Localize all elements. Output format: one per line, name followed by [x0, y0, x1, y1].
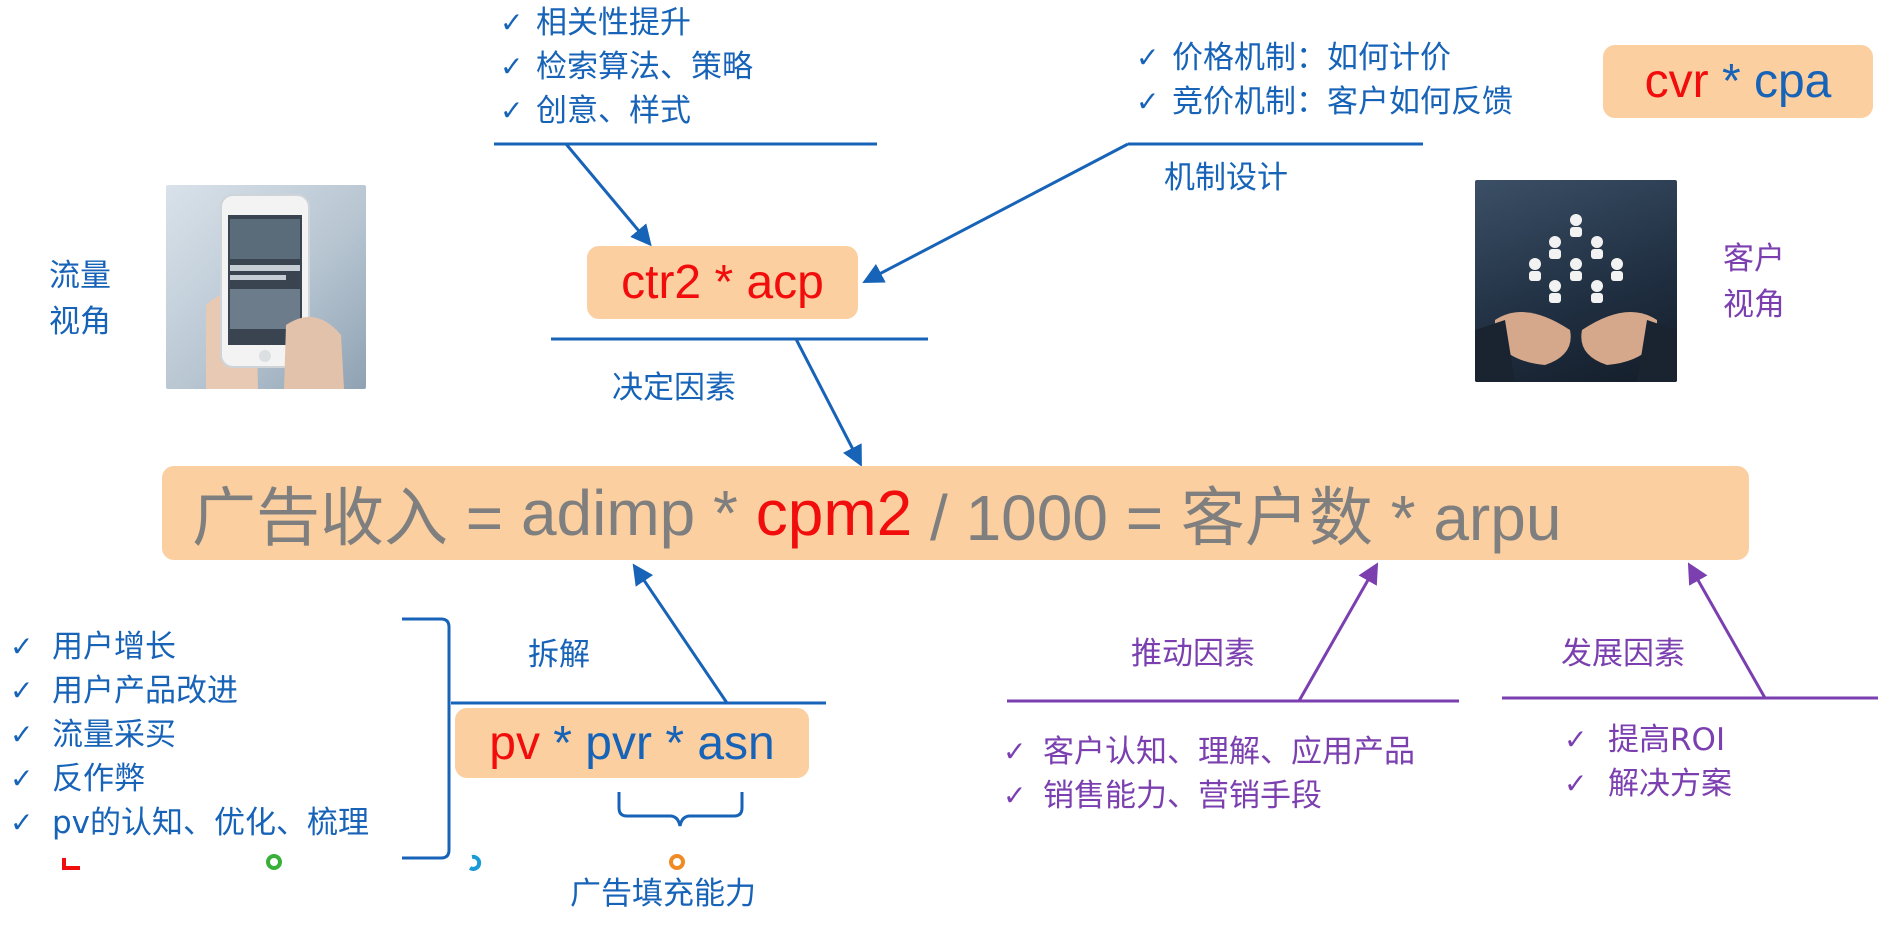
- check-icon: ✓: [500, 94, 524, 127]
- check-icon: ✓: [1564, 723, 1588, 756]
- check-icon: ✓: [10, 762, 34, 795]
- check-icon: ✓: [10, 674, 34, 707]
- main-formula-cpm2: cpm2: [755, 477, 913, 549]
- cpa-term: cpa: [1753, 55, 1832, 108]
- list-item: ✓流量采买: [10, 713, 369, 757]
- list-item: ✓相关性提升: [500, 1, 753, 45]
- relevance-arrow: [564, 143, 652, 247]
- stray-mark-red: [62, 858, 80, 870]
- list-item: ✓客户认知、理解、应用产品: [1003, 730, 1415, 774]
- check-icon: ✓: [10, 806, 34, 839]
- check-icon: ✓: [1136, 85, 1160, 118]
- list-item: ✓pv的认知、优化、梳理: [10, 801, 369, 845]
- fill-ability-brace: [617, 792, 744, 827]
- list-item: ✓竞价机制：客户如何反馈: [1136, 80, 1513, 124]
- check-icon: ✓: [500, 6, 524, 39]
- driving-arrow: [1297, 562, 1379, 702]
- list-item: ✓用户增长: [10, 625, 369, 669]
- pv-formula-pill: pv * pvr * asn: [455, 708, 809, 778]
- people-hands-photo-icon: [1475, 180, 1677, 382]
- mechanism-arrow: [862, 142, 1129, 283]
- check-icon: ✓: [1003, 779, 1027, 812]
- driving-list: ✓客户认知、理解、应用产品 ✓销售能力、营销手段: [1003, 730, 1415, 818]
- check-icon: ✓: [10, 630, 34, 663]
- traffic-list: ✓用户增长 ✓用户产品改进 ✓流量采买 ✓反作弊 ✓pv的认知、优化、梳理: [10, 625, 369, 845]
- development-label: 发展因素: [1561, 636, 1685, 672]
- cvr-formula-pill: cvr * cpa: [1603, 45, 1873, 118]
- list-item: ✓创意、样式: [500, 89, 753, 133]
- main-formula-lhs: 广告收入 =: [192, 482, 521, 554]
- check-icon: ✓: [500, 50, 524, 83]
- list-item: ✓检索算法、策略: [500, 45, 753, 89]
- cvr-term: cvr: [1644, 55, 1709, 108]
- check-icon: ✓: [1003, 735, 1027, 768]
- main-formula-rest: / 1000 = 客户数 * arpu: [912, 482, 1562, 554]
- list-item: ✓解决方案: [1564, 762, 1732, 806]
- stray-mark-cyan: [468, 854, 482, 871]
- ctr-formula-pill: ctr2 * acp: [587, 246, 858, 319]
- main-formula-pill: 广告收入 = adimp * cpm2 / 1000 = 客户数 * arpu: [162, 466, 1749, 560]
- mechanism-list: ✓价格机制：如何计价 ✓竞价机制：客户如何反馈: [1136, 36, 1513, 124]
- cvr-op: *: [1708, 55, 1754, 108]
- traffic-view-label: 流量 视角: [49, 258, 111, 340]
- check-icon: ✓: [10, 718, 34, 751]
- list-item: ✓销售能力、营销手段: [1003, 774, 1415, 818]
- decompose-label: 拆解: [528, 637, 590, 673]
- ctr-to-main-arrow: [794, 338, 862, 467]
- list-item: ✓价格机制：如何计价: [1136, 36, 1513, 80]
- pv-term: pv: [489, 716, 540, 770]
- stray-mark-green: [266, 854, 282, 870]
- check-icon: ✓: [1136, 41, 1160, 74]
- pv-to-main-arrow: [632, 563, 729, 704]
- phone-photo-icon: [166, 185, 366, 389]
- development-arrow: [1687, 562, 1767, 699]
- pv-rest: * pvr * asn: [539, 716, 775, 770]
- check-icon: ✓: [1564, 767, 1588, 800]
- list-item: ✓提高ROI: [1564, 718, 1732, 762]
- list-item: ✓反作弊: [10, 757, 369, 801]
- customer-view-label: 客户 视角: [1723, 241, 1785, 323]
- relevance-list: ✓相关性提升 ✓检索算法、策略 ✓创意、样式: [500, 1, 753, 133]
- stray-mark-orange: [669, 854, 685, 870]
- fill-ability-label: 广告填充能力: [570, 876, 756, 912]
- main-formula-adimp: adimp *: [520, 477, 756, 549]
- traffic-brace: [402, 617, 451, 860]
- development-list: ✓提高ROI ✓解决方案: [1564, 718, 1732, 806]
- mechanism-label: 机制设计: [1164, 160, 1288, 196]
- determining-label: 决定因素: [612, 370, 736, 406]
- ctr-formula-text: ctr2 * acp: [621, 256, 824, 309]
- list-item: ✓用户产品改进: [10, 669, 369, 713]
- driving-label: 推动因素: [1131, 636, 1255, 672]
